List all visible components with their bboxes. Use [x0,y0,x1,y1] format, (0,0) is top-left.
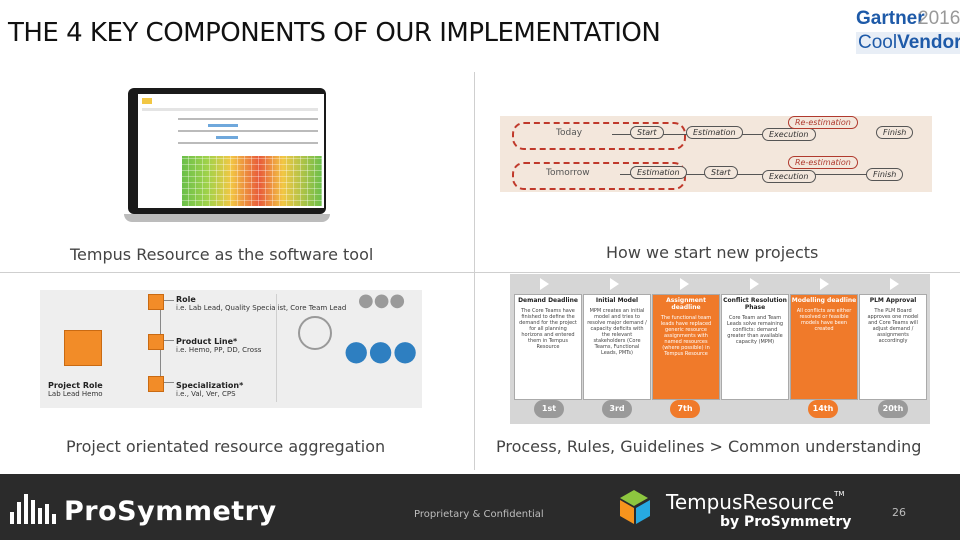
caption-common-understanding: Process, Rules, Guidelines > Common unde… [496,437,922,456]
milestone-badge: 14th [808,400,838,418]
selected-people-icon: ●●● [344,334,418,367]
prosymmetry-wordmark: ProSymmetry [64,496,277,527]
today-step-execution: Execution [762,128,816,141]
laptop-screen [128,88,326,214]
tomorrow-label: Tomorrow [546,168,590,178]
caption-new-projects: How we start new projects [606,243,819,262]
page-number: 26 [892,506,906,519]
gartner-label: Gartner [856,8,925,29]
arrow-icon [890,278,899,290]
tomorrow-step-start: Start [704,166,738,179]
project-start-timeline: Today Tomorrow Start Estimation Executio… [500,116,932,192]
milestone-badge: 7th [670,400,700,418]
arrow-icon [540,278,549,290]
gartner-year: 2016 [918,8,960,29]
specialization-cube-icon [148,376,164,392]
specialization-text: Specialization*i.e., Val, Ver, CPS [176,381,244,399]
today-re-estimation: Re-estimation [788,116,858,129]
product-line-text: Product Line*i.e. Hemo, PP, DD, Cross [176,337,262,355]
footer-bar: ProSymmetry Proprietary & Confidential T… [0,474,960,540]
tempus-resource-logo-icon [620,490,650,524]
slide-title: THE 4 KEY COMPONENTS OF OUR IMPLEMENTATI… [8,18,661,48]
today-step-finish: Finish [876,126,914,139]
caption-software-tool: Tempus Resource as the software tool [70,245,374,264]
tomorrow-step-execution: Execution [762,170,816,183]
today-label: Today [556,128,583,138]
laptop-screenshot [124,88,330,222]
gartner-cool-vendor-badge: Gartner 2016 CoolVendor [852,6,960,62]
confidential-notice: Proprietary & Confidential [414,509,544,520]
project-role-cube-icon [64,330,102,366]
role-cube-icon [148,294,164,310]
tomorrow-step-estimation: Estimation [630,166,687,179]
prosymmetry-logo-icon [10,494,60,524]
milestone-badge: 1st [534,400,564,418]
arrow-icon [680,278,689,290]
software-screen [138,94,324,208]
cool-vendor-label: CoolVendor [856,32,960,54]
milestone-badge: 20th [878,400,908,418]
quadrant-horizontal-divider [0,272,960,273]
magnifier-icon [298,316,332,350]
today-step-estimation: Estimation [686,126,743,139]
tomorrow-step-finish: Finish [866,168,904,181]
people-group-icon: ●●● [358,290,406,311]
laptop-base [124,214,330,222]
arrow-icon [750,278,759,290]
product-line-cube-icon [148,334,164,350]
tempus-resource-wordmark: TempusResourceTM [666,490,845,514]
milestone-badge: 3rd [602,400,632,418]
resource-heatmap [182,156,322,206]
arrow-icon [610,278,619,290]
quadrant-vertical-divider [474,72,475,470]
today-row-outline [512,122,686,150]
tomorrow-re-estimation: Re-estimation [788,156,858,169]
tempus-byline: by ProSymmetry [720,514,852,530]
arrow-icon [820,278,829,290]
caption-resource-aggregation: Project orientated resource aggregation [66,437,386,456]
today-step-start: Start [630,126,664,139]
